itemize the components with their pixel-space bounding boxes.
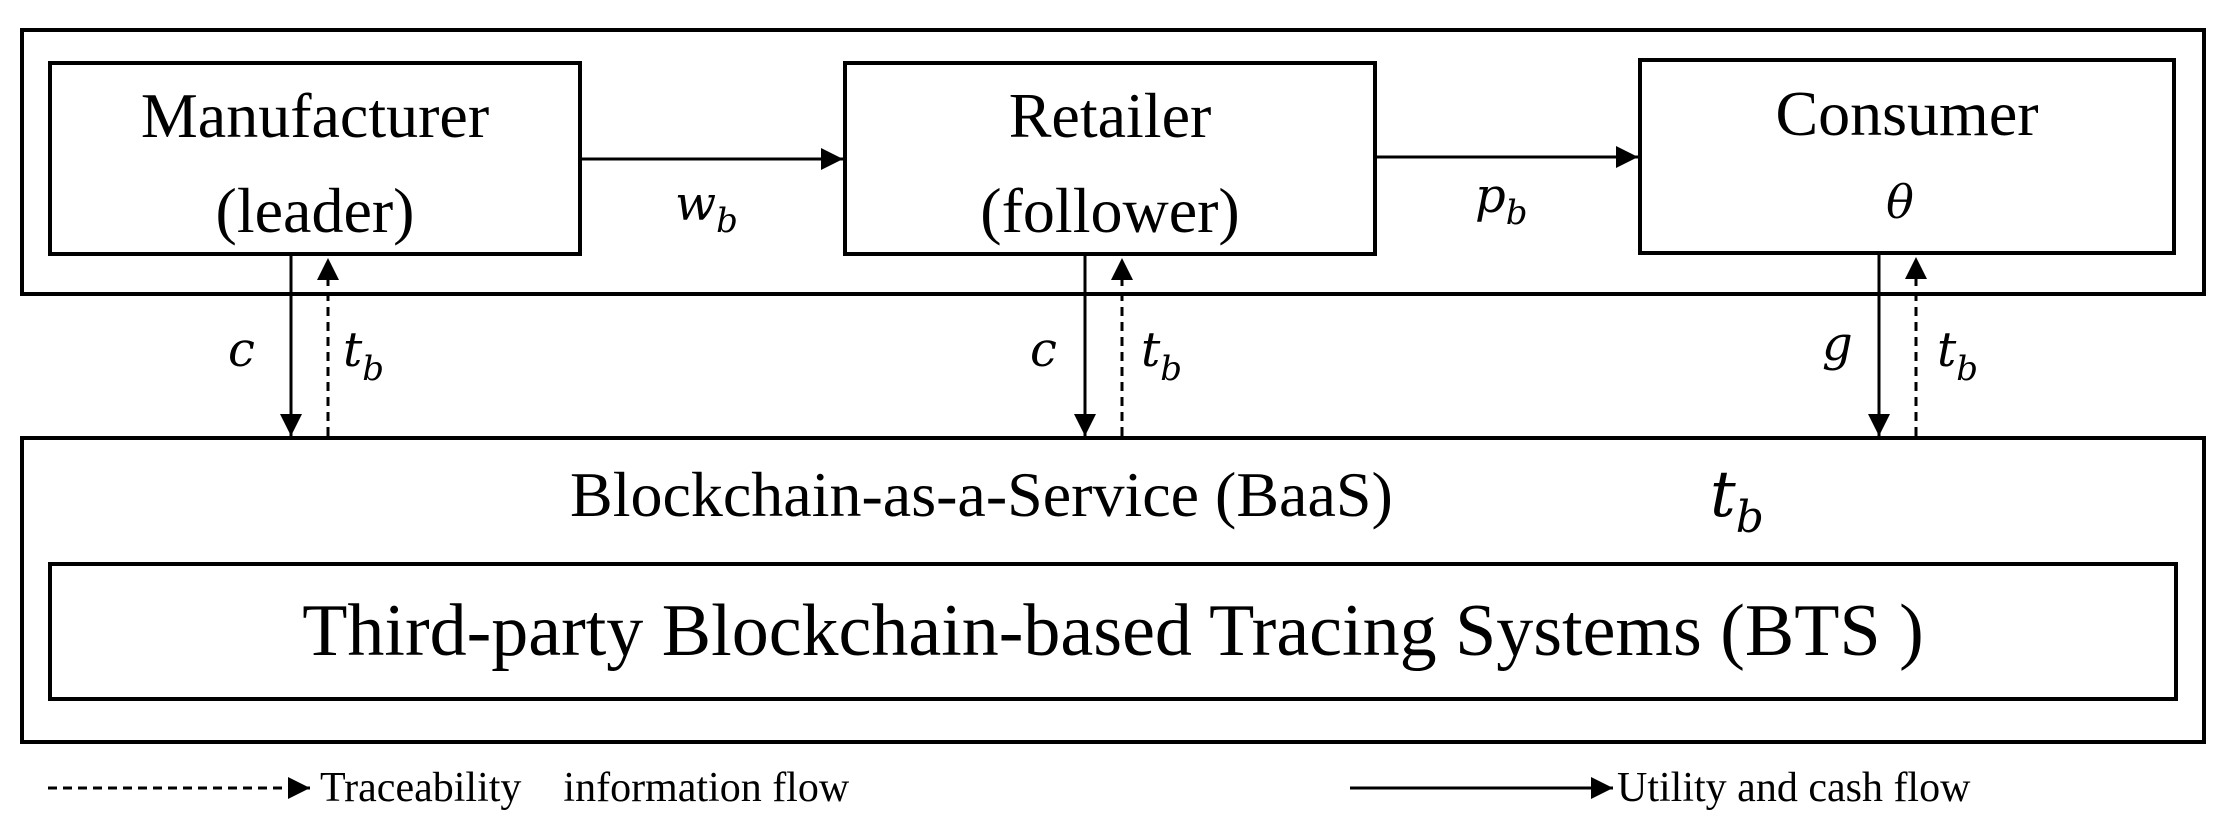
supply-chain-frame [20, 28, 2206, 296]
baas-symbol: tb [1710, 458, 1764, 543]
manufacturer-cost-label: c [228, 322, 255, 378]
consumer-theta: θ [1886, 175, 1914, 229]
baas-platform: Blockchain-as-a-Service (BaaS) tb [20, 436, 2206, 744]
retailer-node: Retailer (follower) [843, 61, 1377, 256]
retailer-cost-label: c [1030, 322, 1057, 378]
manufacturer-node: Manufacturer (leader) [48, 61, 582, 256]
bts-system: Third-party Blockchain-based Tracing Sys… [48, 562, 2178, 701]
manufacturer-trace-label: tb [343, 322, 384, 389]
retailer-trace-label: tb [1141, 322, 1182, 389]
retailer-title: Retailer [1009, 80, 1212, 151]
consumer-trace-label: tb [1937, 322, 1978, 389]
bts-title: Third-party Blockchain-based Tracing Sys… [302, 590, 1924, 672]
baas-title: Blockchain-as-a-Service (BaaS) [570, 459, 1393, 530]
retailer-role: (follower) [980, 175, 1239, 246]
consumer-node: Consumer θ [1638, 58, 2176, 255]
manufacturer-role: (leader) [216, 175, 415, 246]
legend-utility-label: Utility and cash flow [1617, 765, 1971, 811]
manufacturer-title: Manufacturer [141, 80, 489, 151]
wholesale-price-label: wb [675, 176, 738, 241]
consumer-utility-label: g [1822, 316, 1853, 372]
legend-traceability-label: Traceability information flow [320, 765, 850, 811]
retail-price-label: pb [1475, 168, 1528, 233]
consumer-title: Consumer [1775, 78, 2038, 149]
legend: Traceability information flow Utility an… [48, 765, 1971, 811]
